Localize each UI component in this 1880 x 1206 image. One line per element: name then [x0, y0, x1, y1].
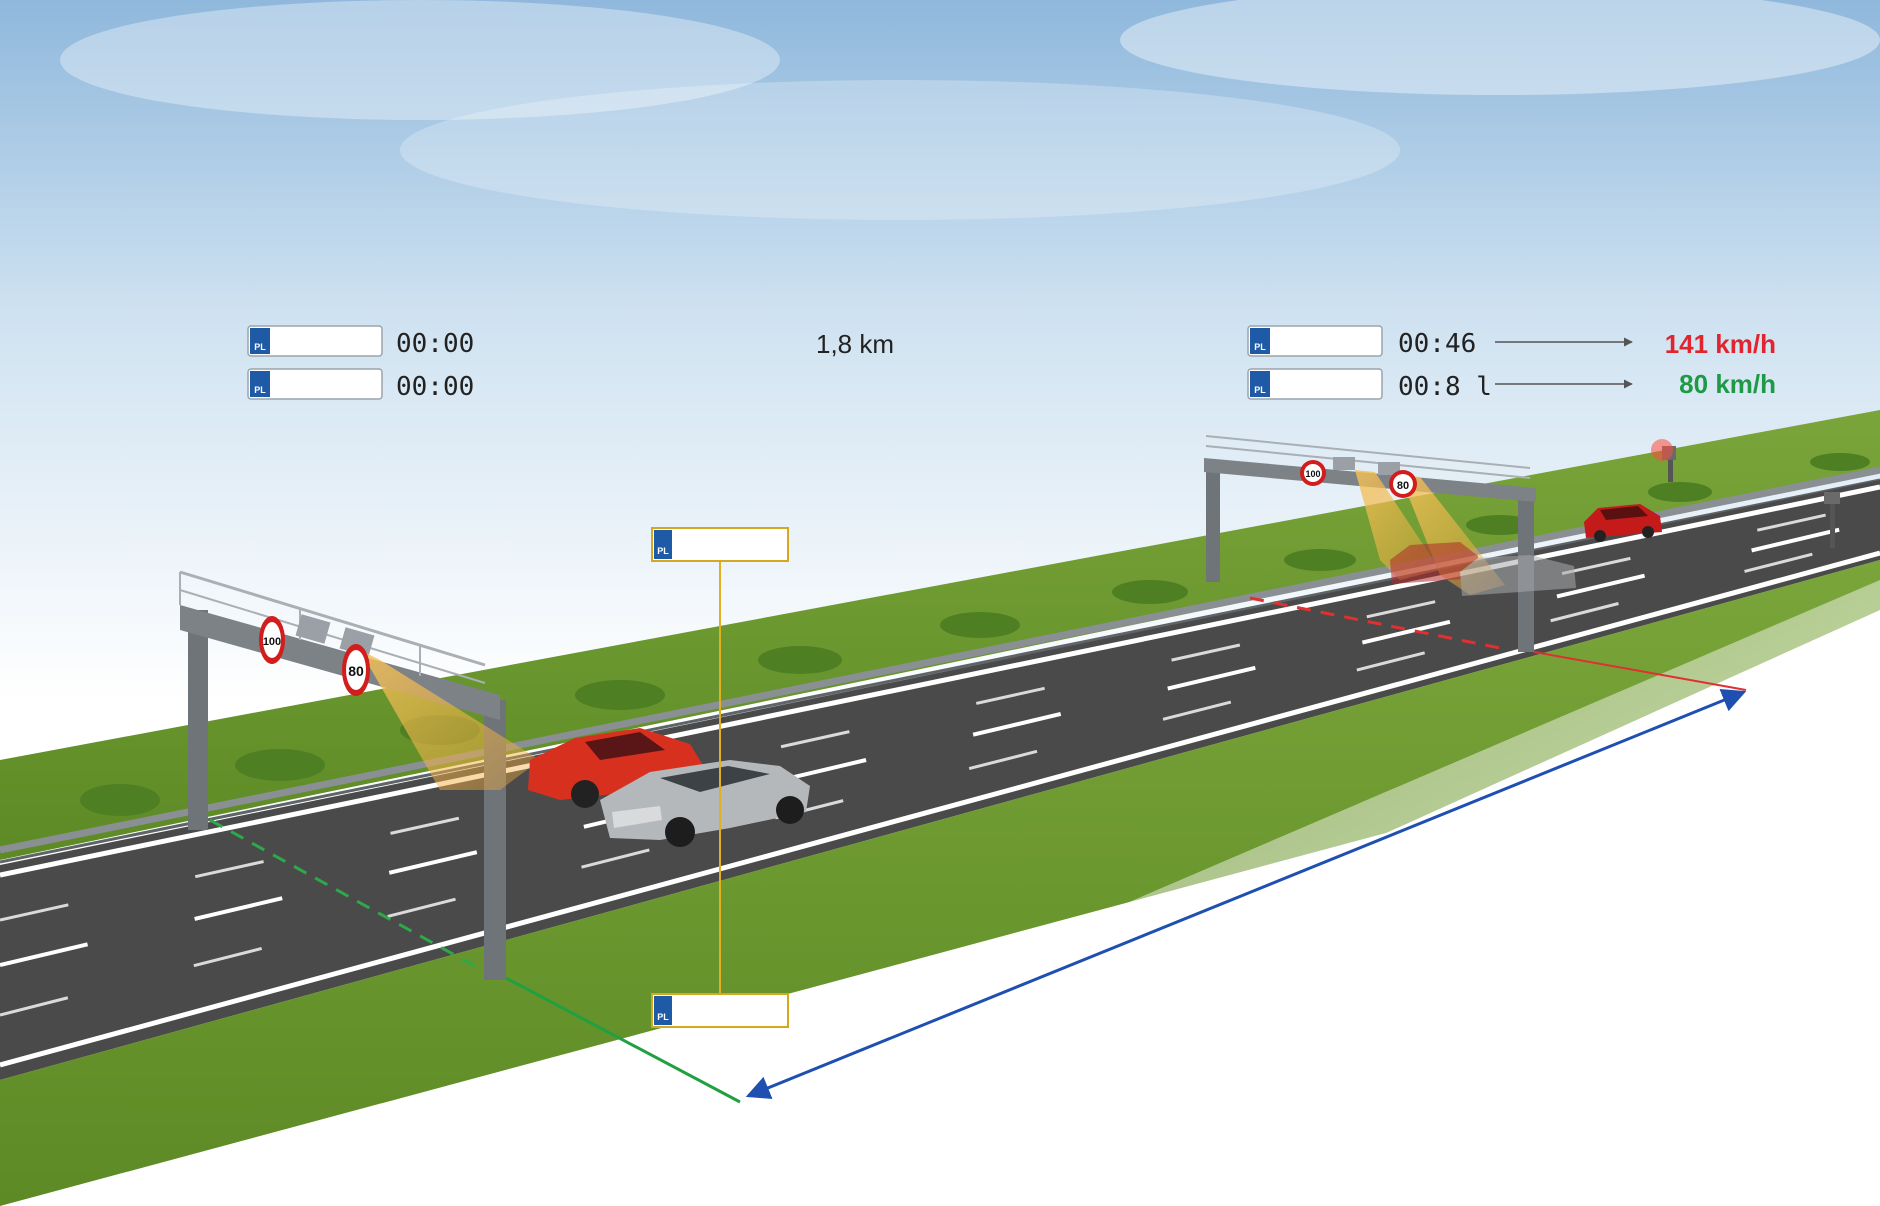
distance-label: 1,8 km — [816, 329, 894, 359]
svg-text:PL: PL — [1254, 342, 1266, 352]
entry-detection-line — [209, 818, 501, 982]
entry-sign-80: 80 — [342, 644, 370, 696]
svg-text:PL: PL — [657, 546, 669, 556]
entry-plate-row-2: PL 00:00 — [247, 368, 474, 402]
exit-sign-80: 80 — [1389, 470, 1417, 498]
entry-camera-beam — [360, 650, 540, 790]
entry-time-1: 00:00 — [396, 329, 474, 359]
svg-text:100: 100 — [1305, 469, 1320, 479]
svg-text:80: 80 — [348, 663, 364, 679]
exit-speed-2: 80 km/h — [1679, 369, 1776, 399]
exit-readout: PL 00:46 141 km/h PL 00:8 l 80 km/h — [1247, 325, 1776, 402]
car-plate-bottom: PL — [651, 993, 789, 1028]
exit-time-1: 00:46 — [1398, 329, 1476, 359]
svg-text:PL: PL — [1254, 385, 1266, 395]
svg-text:PL: PL — [254, 342, 266, 352]
distance-arrow — [745, 688, 1747, 1100]
exit-speed-1: 141 km/h — [1665, 329, 1776, 359]
svg-text:80: 80 — [1397, 480, 1409, 492]
svg-text:PL: PL — [254, 385, 266, 395]
entry-plate-row-1: PL 00:00 — [247, 325, 474, 359]
exit-time-2: 00:8 l — [1398, 372, 1492, 402]
entry-sign-100: 100 — [259, 616, 285, 664]
svg-text:100: 100 — [263, 636, 281, 648]
entry-readout: PL 00:00 PL 00:00 — [247, 325, 474, 402]
red-warning-light — [1651, 439, 1673, 461]
exit-reference-line — [1533, 651, 1747, 691]
guard-rail — [0, 466, 1880, 854]
entry-reference-line — [505, 976, 741, 1104]
exit-ghost-cars — [1390, 542, 1576, 596]
lane-markings — [0, 518, 1880, 967]
entry-time-2: 00:00 — [396, 372, 474, 402]
car-plate-top: PL — [651, 527, 789, 562]
far-red-car — [1584, 504, 1662, 542]
exit-sign-100: 100 — [1300, 460, 1326, 486]
exit-plate-row-1: PL 00:46 141 km/h — [1247, 325, 1776, 359]
exit-plate-row-2: PL 00:8 l 80 km/h — [1247, 368, 1776, 402]
svg-text:PL: PL — [657, 1012, 669, 1022]
exit-detection-line — [1249, 596, 1501, 650]
